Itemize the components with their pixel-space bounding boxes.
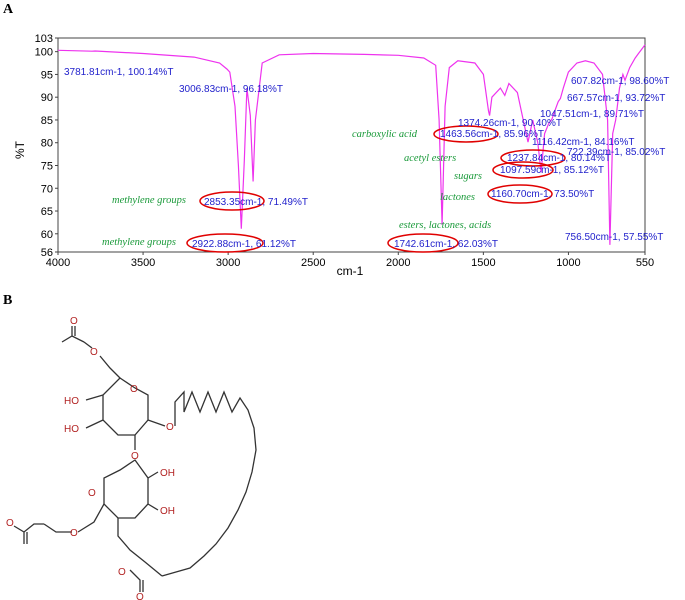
atom-o-9: O (118, 567, 126, 578)
group-label-sugars: sugars (454, 171, 482, 182)
peak-label-722: 722.39cm-1, 85.02%T (567, 147, 665, 158)
highlight-ellipse-1463 (433, 125, 499, 143)
bond-top-acetyl (61, 326, 121, 379)
peak-label-1160: 1160.70cm-1, 73.50%T (491, 189, 594, 200)
x-tick-label: 550 (636, 257, 654, 269)
group-label-methylene-2: methylene groups (102, 237, 176, 248)
bond-top-ring-substituents (85, 394, 166, 450)
highlight-ellipse-1160 (487, 184, 553, 204)
atom-oh-2: OH (160, 506, 175, 517)
group-label-acetyl-esters: acetyl esters (404, 153, 456, 164)
bond-lactone-carbonyl (129, 569, 144, 592)
peak-label-2922: 2922.88cm-1, 61.12%T (192, 239, 296, 250)
y-tick-label: 70 (41, 183, 53, 195)
peak-label-1463: 1463.56cm-1, 85.96%T (440, 129, 544, 140)
peak-label-1097: 1097.59cm-1, 85.12%T (500, 165, 604, 176)
y-tick-label: 65 (41, 206, 53, 218)
bond-bottom-ring-substituents (77, 471, 163, 577)
atom-o-1: O (70, 316, 78, 327)
atom-oh-1: OH (160, 468, 175, 479)
atom-o-5: O (131, 451, 139, 462)
x-tick-label: 1500 (471, 257, 495, 269)
y-tick-label: 56 (41, 247, 53, 259)
highlight-ellipses (186, 125, 566, 253)
group-label-esters-lactones-acids: esters, lactones, acids (399, 220, 491, 231)
x-tick-label: 3000 (216, 257, 240, 269)
peak-label-2853: 2853.35cm-1, 71.49%T (204, 197, 308, 208)
atom-o-4: O (166, 422, 174, 433)
peak-annotations: 3781.81cm-1, 100.14%T 3006.83cm-1, 96.18… (64, 67, 669, 250)
molecule-structure: O O O HO HO O O O OH OH O O O O (6, 316, 257, 600)
group-label-carboxylic-acid: carboxylic acid (352, 129, 418, 140)
y-tick-label: 80 (41, 138, 53, 150)
atom-o-2: O (90, 347, 98, 358)
highlight-ellipse-2922 (186, 233, 264, 253)
y-tick-label: 100 (35, 47, 53, 59)
group-label-lactones: lactones (440, 192, 475, 203)
plot-frame (57, 37, 646, 253)
bond-alkyl-chain (161, 390, 257, 577)
molecule-bonds (13, 326, 257, 592)
peak-label-3006: 3006.83cm-1, 96.18%T (179, 84, 283, 95)
panel-label-a: A (3, 2, 14, 17)
x-tick-label: 3500 (131, 257, 155, 269)
y-tick-label: 85 (41, 115, 53, 127)
y-tick-label: 103 (35, 33, 53, 45)
bond-left-acetyl (13, 523, 72, 544)
spectrum-series-line (57, 44, 646, 245)
y-tick-label: 95 (41, 69, 53, 81)
y-tick-label: 90 (41, 92, 53, 104)
peak-label-3781: 3781.81cm-1, 100.14%T (64, 67, 174, 78)
x-tick-label: 1000 (556, 257, 580, 269)
atom-ho-1: HO (64, 396, 79, 407)
highlight-ellipse-1237 (500, 149, 566, 167)
peak-label-667: 667.57cm-1, 93.72%T (567, 93, 665, 104)
ir-spectrum-chart: 56 60 65 70 75 80 85 90 95 100 103 4000 3500 3000 250… (13, 33, 669, 278)
atom-o-8: O (6, 518, 14, 529)
peak-label-1374: 1374.26cm-1, 90.40%T (458, 118, 562, 129)
highlight-ellipse-1097 (492, 161, 554, 179)
y-tick-label: 75 (41, 160, 53, 172)
group-label-methylene-1: methylene groups (112, 195, 186, 206)
peak-label-1237: 1237.84cm-1, 80.14%T (507, 153, 611, 164)
y-tick-label: 60 (41, 229, 53, 241)
atom-o-6: O (88, 488, 96, 499)
highlight-ellipse-1742 (387, 233, 459, 253)
peak-label-1047: 1047.51cm-1, 89.71%T (540, 109, 644, 120)
group-annotations: carboxylic acid acetyl esters sugars lac… (102, 129, 491, 248)
panel-label-b: B (3, 293, 13, 308)
atom-o-3: O (130, 384, 138, 395)
bond-bottom-ring (103, 459, 149, 519)
atom-o-7: O (70, 528, 78, 539)
highlight-ellipse-2853 (199, 191, 265, 211)
peak-label-607: 607.82cm-1, 98.60%T (571, 76, 669, 87)
x-tick-label: 2500 (301, 257, 325, 269)
y-axis-label: %T (13, 140, 27, 159)
peak-label-1116: 1116.42cm-1, 84.16%T (532, 137, 634, 148)
atom-ho-2: HO (64, 424, 79, 435)
atom-o-10: O (136, 592, 144, 600)
x-axis-label: cm-1 (337, 264, 364, 278)
peak-label-1742: 1742.61cm-1, 62.03%T (394, 239, 498, 250)
molecule-atoms: O O O HO HO O O O OH OH O O O O (6, 316, 175, 600)
peak-label-756: 756.50cm-1, 57.55%T (565, 232, 663, 243)
x-tick-label: 4000 (46, 257, 70, 269)
x-axis-ticks: 4000 3500 3000 2500 2000 1500 1000 550 (46, 252, 654, 269)
y-axis-ticks: 56 60 65 70 75 80 85 90 95 100 103 (35, 33, 58, 259)
x-tick-label: 2000 (386, 257, 410, 269)
bond-top-ring (102, 377, 149, 436)
